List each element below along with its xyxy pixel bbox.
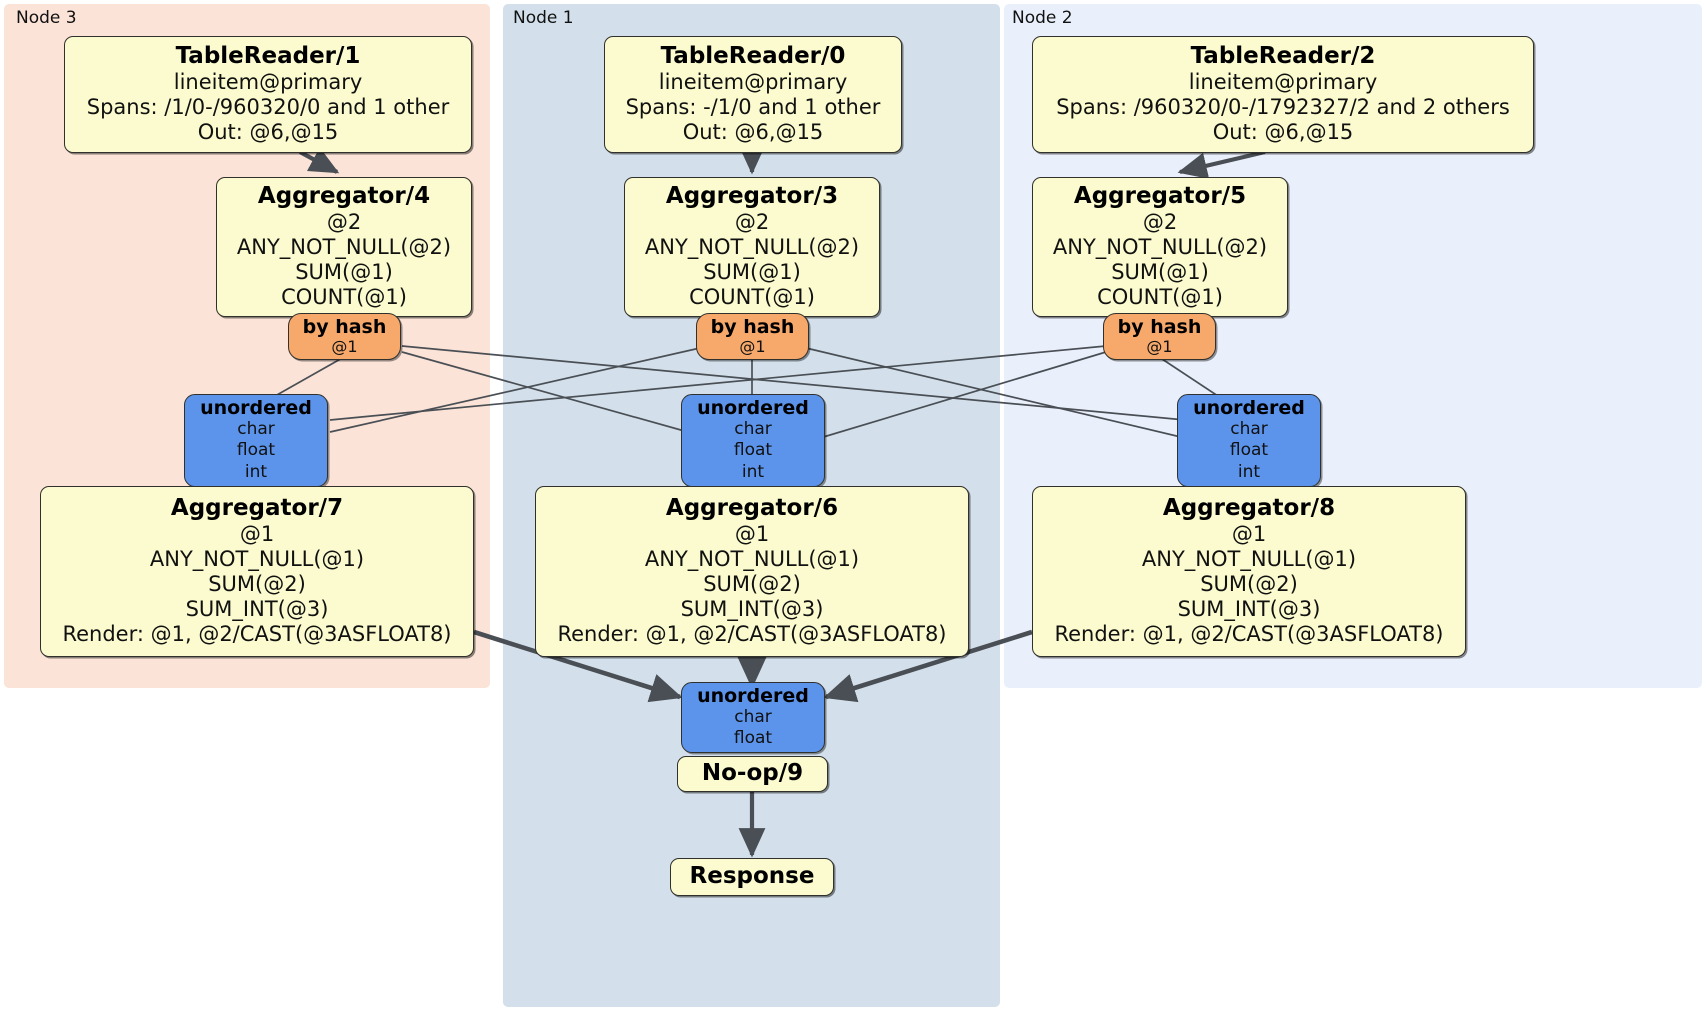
node-title: TableReader/0: [660, 43, 846, 70]
node-line: SUM(@1): [703, 259, 801, 284]
node-line: ANY_NOT_NULL(@2): [644, 234, 860, 259]
node-line: ANY_NOT_NULL(@1): [1141, 546, 1357, 571]
synchronizer-line: char: [734, 706, 772, 727]
node-tablereader-1[interactable]: TableReader/1 lineitem@primary Spans: /1…: [64, 36, 472, 153]
node-response[interactable]: Response: [670, 858, 834, 896]
node-line: ANY_NOT_NULL(@1): [644, 546, 860, 571]
node-line: SUM(@1): [1111, 259, 1209, 284]
router-line: @1: [1146, 336, 1173, 356]
node-title: TableReader/2: [1190, 43, 1376, 70]
node-line: Spans: /1/0-/960320/0 and 1 other: [86, 94, 450, 119]
node-line: Spans: -/1/0 and 1 other: [625, 94, 881, 119]
node-line: lineitem@primary: [658, 69, 848, 94]
node-aggregator-7[interactable]: Aggregator/7 @1 ANY_NOT_NULL(@1) SUM(@2)…: [40, 486, 474, 657]
synchronizer-line: float: [733, 440, 773, 461]
node-line: @2: [1142, 209, 1178, 234]
router-by-hash-node3[interactable]: by hash @1: [288, 313, 401, 360]
synchronizer-line: int: [244, 461, 268, 482]
node-line: @2: [734, 209, 770, 234]
synchronizer-line: float: [1229, 440, 1269, 461]
node-line: SUM(@2): [703, 571, 801, 596]
router-title: by hash: [1117, 315, 1202, 338]
node-aggregator-5[interactable]: Aggregator/5 @2 ANY_NOT_NULL(@2) SUM(@1)…: [1032, 177, 1288, 317]
router-by-hash-node2[interactable]: by hash @1: [1103, 313, 1216, 360]
synchronizer-title: unordered: [200, 397, 312, 420]
router-title: by hash: [710, 315, 795, 338]
node-title: Aggregator/3: [665, 183, 839, 210]
router-line: @1: [739, 336, 766, 356]
panel-label-node-2: Node 2: [1012, 8, 1073, 28]
node-title: Aggregator/7: [170, 495, 344, 522]
node-line: Out: @6,@15: [197, 119, 339, 144]
node-title: Aggregator/8: [1162, 495, 1336, 522]
node-line: Render: @1, @2/CAST(@3ASFLOAT8): [557, 621, 947, 646]
synchronizer-unordered-node2[interactable]: unordered char float int: [1177, 394, 1321, 487]
node-tablereader-2[interactable]: TableReader/2 lineitem@primary Spans: /9…: [1032, 36, 1534, 153]
node-aggregator-3[interactable]: Aggregator/3 @2 ANY_NOT_NULL(@2) SUM(@1)…: [624, 177, 880, 317]
node-aggregator-4[interactable]: Aggregator/4 @2 ANY_NOT_NULL(@2) SUM(@1)…: [216, 177, 472, 317]
node-title: Aggregator/6: [665, 495, 839, 522]
node-line: SUM(@1): [295, 259, 393, 284]
node-line: Out: @6,@15: [682, 119, 824, 144]
node-line: SUM_INT(@3): [1177, 596, 1321, 621]
node-line: Render: @1, @2/CAST(@3ASFLOAT8): [1054, 621, 1444, 646]
panel-label-node-3: Node 3: [16, 8, 77, 28]
node-line: Spans: /960320/0-/1792327/2 and 2 others: [1056, 94, 1510, 119]
node-line: COUNT(@1): [1097, 284, 1223, 309]
node-tablereader-0[interactable]: TableReader/0 lineitem@primary Spans: -/…: [604, 36, 902, 153]
node-line: Out: @6,@15: [1212, 119, 1354, 144]
synchronizer-line: int: [1237, 461, 1261, 482]
node-line: Render: @1, @2/CAST(@3ASFLOAT8): [62, 621, 452, 646]
synchronizer-unordered-node1[interactable]: unordered char float int: [681, 394, 825, 487]
node-line: @2: [326, 209, 362, 234]
node-line: COUNT(@1): [689, 284, 815, 309]
synchronizer-title: unordered: [697, 397, 809, 420]
node-title: No-op/9: [701, 760, 804, 787]
synchronizer-unordered-node3[interactable]: unordered char float int: [184, 394, 328, 487]
synchronizer-title: unordered: [697, 684, 809, 707]
router-line: @1: [331, 336, 358, 356]
node-line: SUM_INT(@3): [680, 596, 824, 621]
node-line: lineitem@primary: [1188, 69, 1378, 94]
node-no-op-9[interactable]: No-op/9: [677, 756, 828, 792]
synchronizer-unordered-final[interactable]: unordered char float: [681, 682, 825, 753]
node-title: TableReader/1: [175, 43, 361, 70]
node-line: ANY_NOT_NULL(@2): [1052, 234, 1268, 259]
node-aggregator-8[interactable]: Aggregator/8 @1 ANY_NOT_NULL(@1) SUM(@2)…: [1032, 486, 1466, 657]
node-line: ANY_NOT_NULL(@1): [149, 546, 365, 571]
node-line: COUNT(@1): [281, 284, 407, 309]
node-line: @1: [734, 521, 770, 546]
synchronizer-title: unordered: [1193, 397, 1305, 420]
node-line: SUM_INT(@3): [185, 596, 329, 621]
node-line: lineitem@primary: [173, 69, 363, 94]
synchronizer-line: int: [741, 461, 765, 482]
node-line: SUM(@2): [208, 571, 306, 596]
node-aggregator-6[interactable]: Aggregator/6 @1 ANY_NOT_NULL(@1) SUM(@2)…: [535, 486, 969, 657]
node-line: SUM(@2): [1200, 571, 1298, 596]
node-line: @1: [239, 521, 275, 546]
synchronizer-line: char: [1230, 419, 1268, 440]
synchronizer-line: float: [733, 727, 773, 748]
router-by-hash-node1[interactable]: by hash @1: [696, 313, 809, 360]
node-title: Aggregator/5: [1073, 183, 1247, 210]
node-line: ANY_NOT_NULL(@2): [236, 234, 452, 259]
synchronizer-line: char: [734, 419, 772, 440]
panel-label-node-1: Node 1: [513, 8, 574, 28]
node-title: Aggregator/4: [257, 183, 431, 210]
synchronizer-line: char: [237, 419, 275, 440]
node-line: @1: [1231, 521, 1267, 546]
node-title: Response: [689, 863, 815, 890]
router-title: by hash: [302, 315, 387, 338]
synchronizer-line: float: [236, 440, 276, 461]
